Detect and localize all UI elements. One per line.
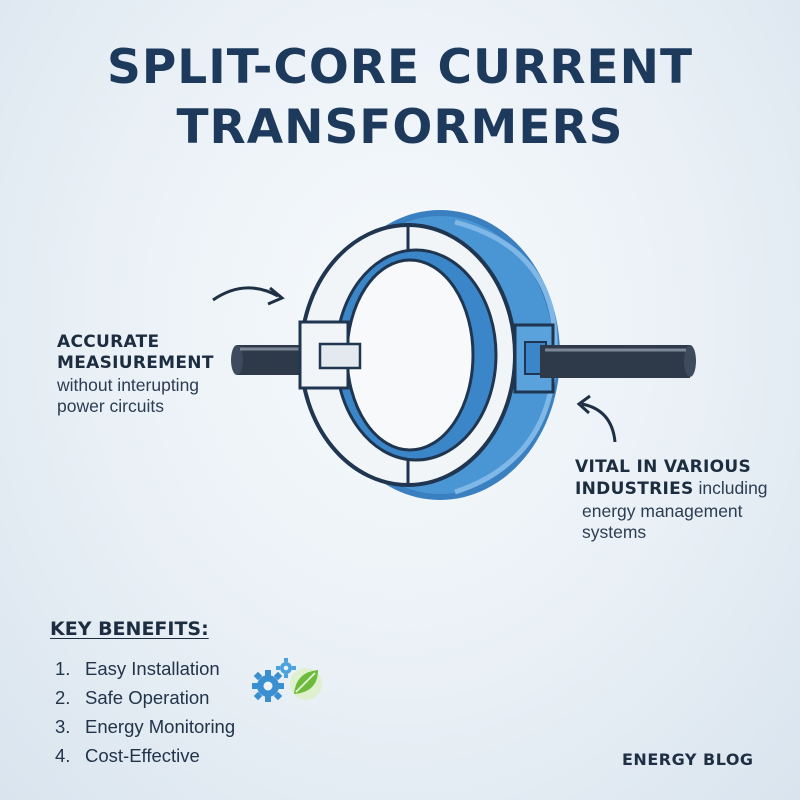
small-gear-icon — [276, 658, 296, 678]
page-title-line-2: TRANSFORMERS — [176, 100, 624, 155]
list-item-number: 3. — [55, 716, 71, 737]
callout-left-line-2: MEASIUREMENT — [57, 353, 214, 374]
cable-right — [540, 345, 696, 378]
benefits-list: 1. Easy Installation 2. Safe Operation 3. E… — [55, 654, 235, 770]
callout-left-line-3: without interupting — [57, 374, 200, 395]
benefits-heading: KEY BENEFITS: — [50, 618, 209, 640]
list-item-number: 4. — [55, 745, 71, 766]
list-item-label: Cost-Effective — [85, 745, 200, 766]
callout-accurate-measurement: ACCURATE MEASIUREMENT without interuptin… — [57, 332, 287, 418]
gear-icon — [252, 670, 284, 702]
list-item-label: Energy Monitoring — [85, 716, 236, 737]
list-item-number: 2. — [55, 687, 71, 708]
curved-arrow-icon — [212, 286, 285, 306]
callout-left-line-1: ACCURATE — [57, 332, 160, 352]
callout-right-line-1: VITAL IN VARIOUS — [575, 457, 752, 477]
list-item: 4. Cost-Effective — [55, 741, 235, 770]
list-item-label: Safe Operation — [85, 687, 210, 708]
transformer-ring — [298, 210, 560, 500]
callout-right-line-3: energy management — [582, 500, 743, 521]
callout-right-line-4: systems — [582, 522, 647, 543]
callout-right-line-2-rest: including — [693, 478, 768, 499]
callout-right-line-2: INDUSTRIES including — [575, 478, 790, 500]
page-title-line-1: SPLIT-CORE CURRENT — [106, 40, 694, 95]
list-item: 3. Energy Monitoring — [55, 712, 235, 741]
list-item-number: 1. — [55, 658, 71, 679]
curved-arrow-icon — [576, 394, 617, 443]
list-item-label: Easy Installation — [85, 658, 220, 679]
callout-right-line-2-strong: INDUSTRIES — [575, 479, 694, 500]
leaf-icon — [290, 668, 322, 700]
callout-vital-industries: VITAL IN VARIOUS INDUSTRIES including en… — [575, 457, 790, 544]
list-item: 2. Safe Operation — [55, 683, 235, 712]
callout-left-line-4: power circuits — [57, 396, 164, 417]
footer-brand: ENERGY BLOG — [622, 750, 754, 769]
list-item: 1. Easy Installation — [55, 654, 235, 683]
benefit-icons — [252, 658, 322, 702]
